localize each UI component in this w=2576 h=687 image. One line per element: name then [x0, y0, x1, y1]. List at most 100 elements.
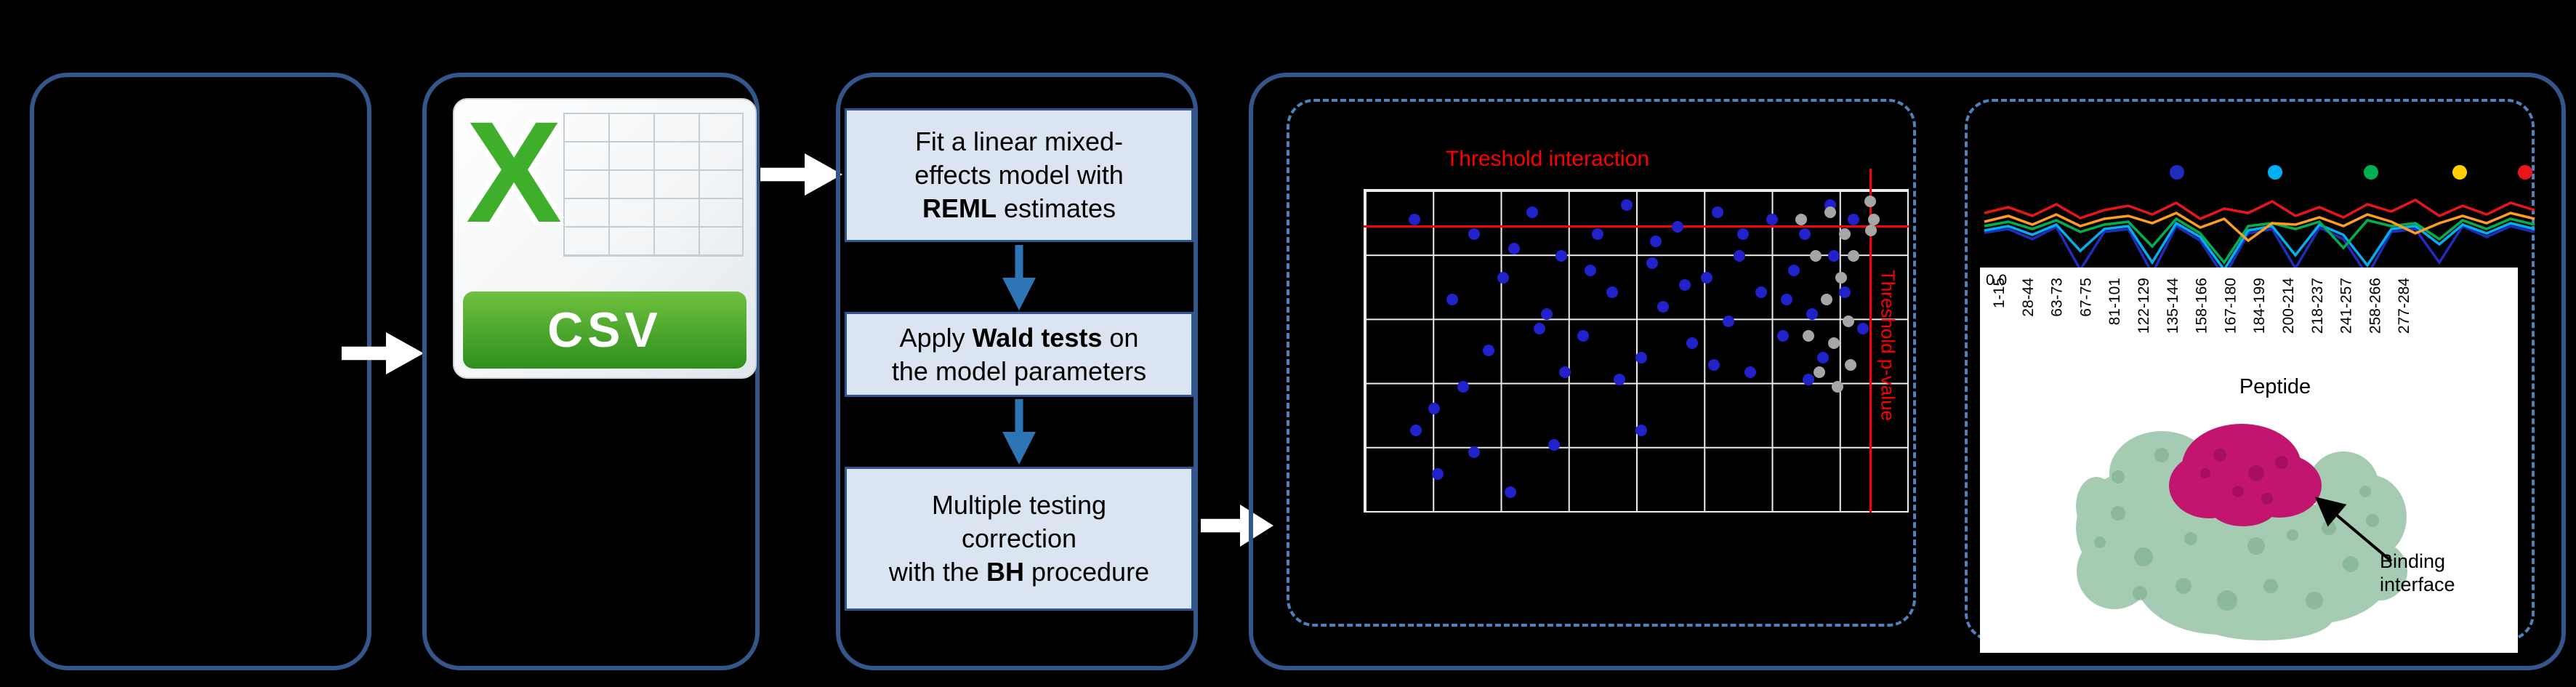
- results-scatter-subpanel: Threshold interaction Threshold p-value: [1287, 99, 1916, 627]
- scatter-point-significant: [1848, 214, 1859, 225]
- scatter-point-significant: [1799, 228, 1811, 240]
- step-text-segment: with the: [888, 556, 986, 587]
- binding-label-line2: interface: [2380, 574, 2455, 596]
- binding-label-line1: Binding: [2380, 550, 2446, 572]
- scatter-point-significant: [1541, 308, 1553, 320]
- scatter-point-significant: [1614, 374, 1625, 385]
- scatter-point-significant: [1577, 330, 1589, 342]
- step-text-segment: on: [1102, 322, 1139, 353]
- uptake-line-series-green: [1984, 217, 2535, 265]
- scatter-point-significant: [1446, 294, 1458, 305]
- scatter-point-significant: [1755, 286, 1767, 298]
- scatter-point-significant: [1646, 257, 1658, 269]
- csv-sheet: X CSV: [453, 92, 757, 379]
- timepoint-legend-dot: [2452, 165, 2467, 180]
- scatter-point-significant: [1592, 228, 1603, 240]
- scatter-point-significant: [1672, 221, 1683, 233]
- scatter-point-significant: [1497, 272, 1509, 284]
- scatter-point-significant: [1650, 236, 1662, 247]
- timepoint-legend-dot: [2364, 165, 2378, 180]
- timepoint-legend-dot: [2170, 165, 2184, 180]
- scatter-plot: [1364, 169, 1909, 513]
- step-text-segment: Apply: [899, 322, 973, 353]
- panel-input-data: [30, 73, 371, 670]
- peptide-tick-label: 122-129: [2136, 278, 2152, 334]
- y-axis-tick-label: 0.0: [1986, 272, 2008, 289]
- scatter-point-nonsignificant: [1864, 196, 1876, 207]
- binding-region-texture: [2200, 449, 2288, 505]
- scatter-point-significant: [1606, 286, 1618, 298]
- peptide-tick-label: 200-214: [2280, 278, 2297, 334]
- protein-surface-texture: [2094, 448, 2379, 611]
- panel-csv-file: X CSV: [422, 73, 760, 670]
- csv-banner-label: CSV: [547, 302, 662, 358]
- scatter-point-significant: [1468, 446, 1480, 458]
- scatter-point-nonsignificant: [1814, 366, 1825, 378]
- scatter-point-significant: [1777, 330, 1789, 342]
- peptide-tick-label: 258-266: [2367, 278, 2383, 334]
- scatter-point-significant: [1657, 301, 1669, 313]
- peptide-tick-label: 167-180: [2222, 278, 2239, 334]
- scatter-point-significant: [1686, 337, 1698, 349]
- csv-file-icon: X CSV: [453, 92, 757, 379]
- scatter-point-significant: [1839, 286, 1851, 298]
- scatter-point-significant: [1409, 214, 1420, 225]
- scatter-point-significant: [1723, 316, 1734, 327]
- scatter-point-significant: [1585, 265, 1596, 276]
- peptide-tick-label: 1-15: [1991, 278, 2008, 308]
- scatter-point-significant: [1803, 374, 1814, 385]
- peptide-tick-label: 184-199: [2251, 278, 2268, 334]
- scatter-point-significant: [1457, 381, 1469, 393]
- threshold-interaction-line: [1364, 225, 1909, 228]
- scatter-point-significant: [1737, 228, 1749, 240]
- scatter-point-significant: [1806, 308, 1818, 320]
- scatter-point-nonsignificant: [1795, 214, 1807, 225]
- scatter-point-significant: [1701, 272, 1712, 284]
- scatter-point-significant: [1526, 206, 1538, 218]
- scatter-point-significant: [1744, 366, 1756, 378]
- panel-results: [1249, 73, 2566, 670]
- flow-arrow-2: [760, 153, 842, 196]
- peptide-tick-label: 277-284: [2396, 278, 2412, 334]
- scatter-point-nonsignificant: [1828, 337, 1840, 349]
- scatter-point-significant: [1712, 206, 1723, 218]
- step-text-segment: the model parameters: [891, 355, 1147, 386]
- scatter-point-significant: [1468, 228, 1480, 240]
- peptide-tick-label: 218-237: [2309, 278, 2326, 334]
- scatter-point-nonsignificant: [1843, 316, 1854, 327]
- protein-structure-illustration: [2076, 424, 2407, 640]
- scatter-point-significant: [1548, 439, 1560, 451]
- csv-banner: CSV: [463, 292, 746, 369]
- scatter-point-significant: [1857, 323, 1869, 334]
- scatter-point-significant: [1828, 250, 1840, 262]
- scatter-point-significant: [1788, 265, 1800, 276]
- peptide-tick-label: 28-44: [2020, 278, 2037, 317]
- scatter-point-nonsignificant: [1845, 359, 1856, 371]
- timepoint-legend-dot: [2518, 165, 2532, 180]
- scatter-point-nonsignificant: [1810, 250, 1822, 262]
- x-axis-label: Peptide: [2239, 375, 2311, 398]
- spreadsheet-grid: [563, 113, 744, 257]
- scatter-point-nonsignificant: [1848, 250, 1859, 262]
- scatter-point-nonsignificant: [1824, 206, 1836, 218]
- scatter-point-significant: [1483, 345, 1494, 356]
- panel-statistical-pipeline: [836, 73, 1198, 670]
- step-text-segment: correction: [961, 523, 1077, 554]
- binding-interface-region: [2169, 424, 2322, 526]
- scatter-point-significant: [1734, 250, 1745, 262]
- scatter-point-significant: [1410, 425, 1422, 436]
- scatter-point-significant: [1781, 294, 1792, 305]
- scatter-point-nonsignificant: [1835, 272, 1847, 284]
- scatter-point-significant: [1428, 403, 1440, 414]
- peptide-tick-label: 81-101: [2106, 278, 2123, 325]
- peptide-tick-label: 63-73: [2049, 278, 2066, 317]
- scatter-point-significant: [1508, 243, 1520, 254]
- scatter-point-significant: [1555, 250, 1567, 262]
- timepoint-legend-dot: [2268, 165, 2282, 180]
